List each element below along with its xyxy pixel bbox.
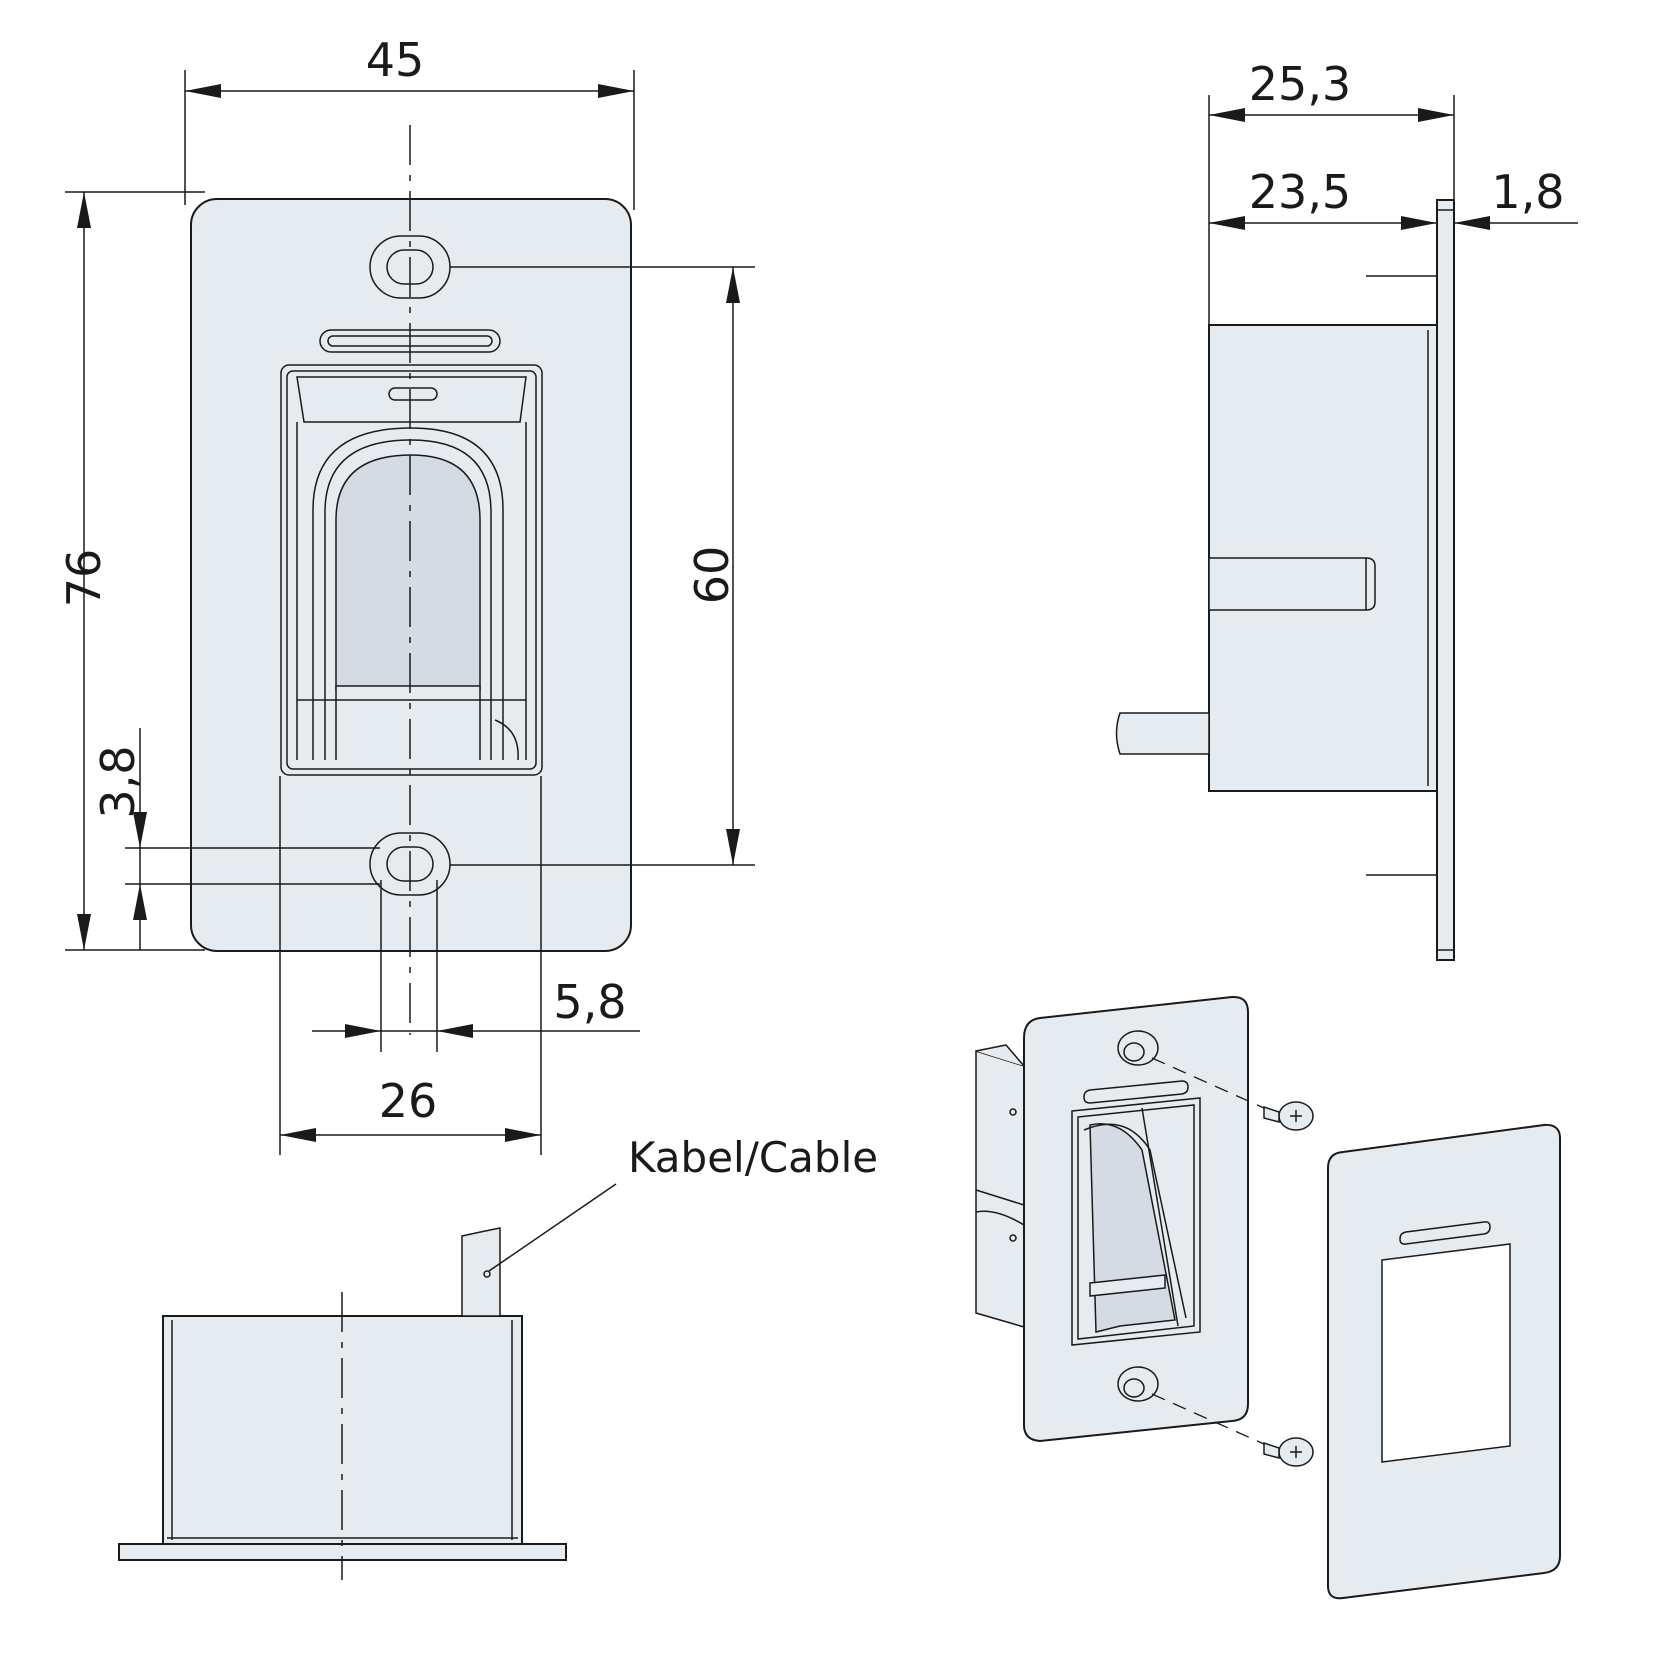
iso-top-hole [1117, 1030, 1159, 1066]
isometric-view [975, 995, 1561, 1600]
sensor-bar [335, 685, 481, 701]
dim-front-height: 76 [57, 549, 111, 608]
cable [461, 1227, 501, 1317]
iso-top-screw-line [1151, 1057, 1265, 1109]
dim-slot-width: 5,8 [553, 975, 626, 1029]
side-view: 25,3 23,5 1,8 [1115, 57, 1578, 961]
iso-bottom-hole [1117, 1366, 1159, 1402]
dim-side-depth-total: 25,3 [1249, 57, 1351, 111]
dim-hole-spacing: 60 [685, 546, 739, 605]
dim-offset-bottom: 3,8 [91, 745, 145, 818]
side-tab [1208, 557, 1376, 611]
sensor-notch [388, 387, 438, 401]
iso-top-screw [1263, 1101, 1314, 1131]
cable-label: Kabel/Cable [628, 1133, 878, 1182]
dim-plate-thickness: 1,8 [1491, 165, 1564, 219]
dim-front-width: 45 [366, 33, 425, 87]
iso-cover-window [1381, 1243, 1511, 1463]
cable-stub [1115, 712, 1210, 755]
dim-side-depth-body: 23,5 [1249, 165, 1351, 219]
front-view: 45 76 60 3,8 5,8 26 [57, 33, 755, 1155]
side-plate [1436, 199, 1455, 961]
iso-housing-side [975, 1049, 1025, 1328]
iso-sensor-bar [1089, 1274, 1166, 1297]
sensor-window [335, 454, 481, 691]
iso-cover-slot [1399, 1221, 1491, 1245]
dim-cutout-width: 26 [379, 1074, 438, 1128]
cable-point [483, 1270, 491, 1278]
iso-bottom-screw [1263, 1437, 1314, 1467]
cable-leader [488, 1183, 617, 1272]
iso-bottom-screw-line [1151, 1393, 1265, 1445]
iso-upper-slot [1083, 1080, 1189, 1104]
bottom-view: Kabel/Cable [118, 1133, 878, 1580]
